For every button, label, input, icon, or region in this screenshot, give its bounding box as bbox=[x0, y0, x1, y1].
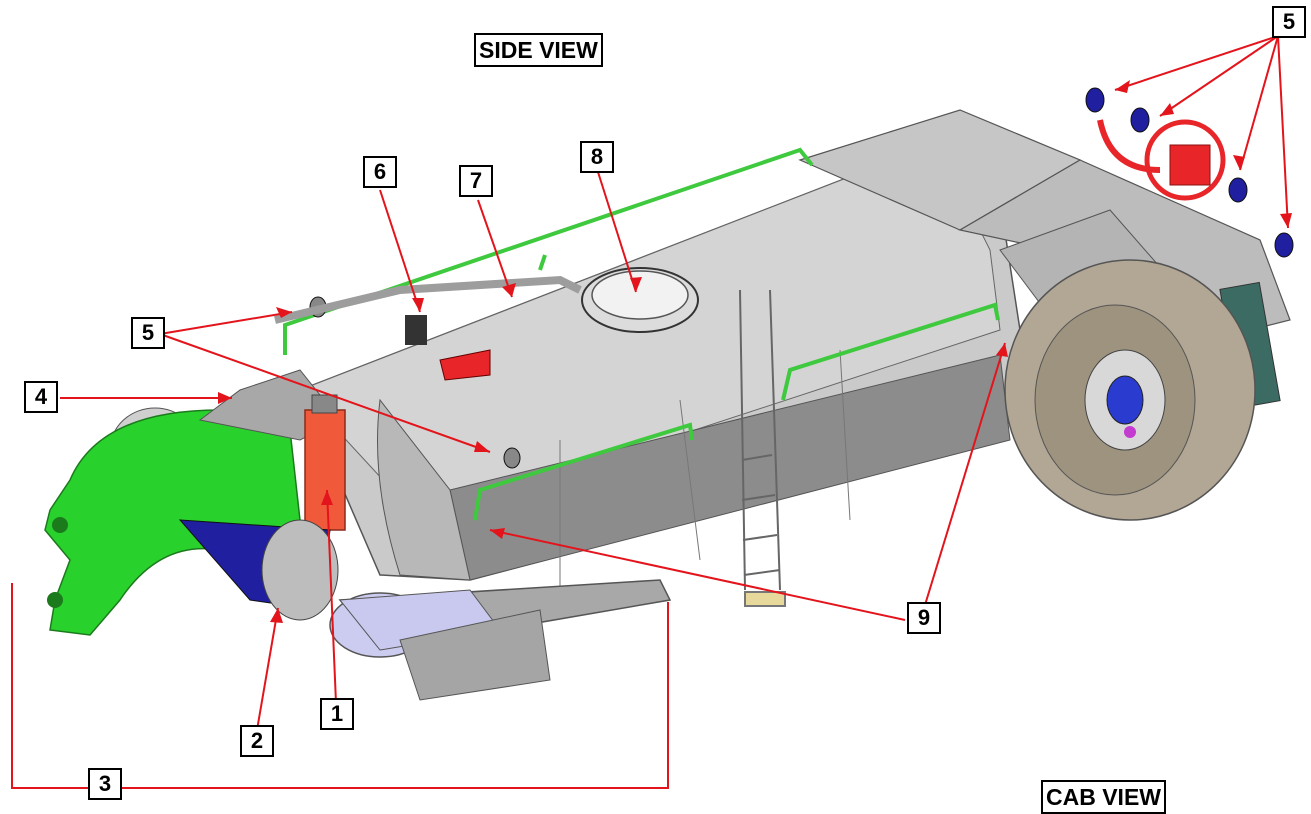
spray-nozzles bbox=[309, 87, 1294, 469]
side-view-title: SIDE VIEW bbox=[474, 33, 603, 67]
tank-body bbox=[299, 164, 1021, 600]
callout-3: 3 bbox=[88, 768, 122, 800]
rear-tire bbox=[1004, 259, 1256, 521]
callout-5-top: 5 bbox=[1272, 6, 1306, 38]
pump-assembly bbox=[178, 519, 339, 621]
callout-9: 9 bbox=[907, 602, 941, 634]
callout-2: 2 bbox=[240, 725, 274, 757]
callout-1: 1 bbox=[320, 698, 354, 730]
callout-6: 6 bbox=[363, 156, 397, 188]
arrowheads bbox=[218, 80, 1292, 623]
callout-4: 4 bbox=[24, 381, 58, 413]
hydraulic-cylinder bbox=[304, 394, 346, 531]
callout-7: 7 bbox=[459, 165, 493, 197]
leader-lines bbox=[60, 35, 1289, 731]
cab-view-title: CAB VIEW bbox=[1041, 780, 1166, 814]
spray-boom bbox=[329, 579, 672, 701]
callout-3-bracket bbox=[11, 583, 669, 789]
callout-8: 8 bbox=[580, 141, 614, 173]
handrails bbox=[283, 147, 1000, 521]
hose-reel bbox=[1097, 119, 1226, 201]
callout-5-left: 5 bbox=[131, 317, 165, 349]
ladder bbox=[739, 289, 786, 607]
valve-assembly bbox=[274, 275, 582, 381]
manhole bbox=[581, 267, 699, 333]
